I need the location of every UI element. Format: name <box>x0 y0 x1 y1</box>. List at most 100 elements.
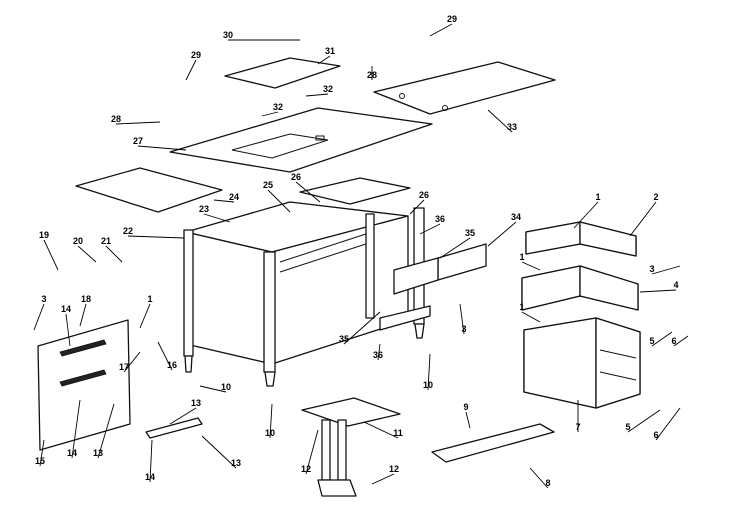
leader-line-c17 <box>123 351 141 373</box>
part-number-label: 14 <box>145 472 155 482</box>
leader-line-c20 <box>77 245 97 263</box>
leader-line-c10a <box>199 385 227 393</box>
typewriter-lift-bracket-part-11 <box>301 397 401 497</box>
leader-line-c1b <box>139 303 151 329</box>
part-number-label: 4 <box>673 280 678 290</box>
top-drawer-part-1 <box>525 221 637 257</box>
part-number-label: 12 <box>301 464 311 474</box>
part-number-label: 15 <box>35 456 45 466</box>
leader-line-c25 <box>267 189 291 213</box>
part-number-label: 1 <box>595 192 600 202</box>
part-number-label: 5 <box>649 336 654 346</box>
part-number-label: 6 <box>653 430 658 440</box>
part-number-label: 9 <box>463 402 468 412</box>
leader-line-c24 <box>213 199 235 203</box>
part-number-label: 29 <box>191 50 201 60</box>
part-number-label: 36 <box>435 214 445 224</box>
part-number-label: 20 <box>73 236 83 246</box>
part-number-label: 3 <box>461 324 466 334</box>
leader-line-c18 <box>79 303 87 327</box>
leader-line-c28a <box>115 121 161 125</box>
part-number-label: 6 <box>671 336 676 346</box>
middle-drawer-part-4 <box>521 265 639 311</box>
part-number-label: 19 <box>39 230 49 240</box>
leader-line-c1c <box>521 261 541 271</box>
leader-line-c9 <box>465 411 471 429</box>
cabinet-drawer-small-part-34 <box>393 243 487 295</box>
leader-line-c35b <box>343 311 381 345</box>
part-number-label: 22 <box>123 226 133 236</box>
part-number-label: 5 <box>625 422 630 432</box>
leader-line-c4 <box>639 289 677 293</box>
leader-line-c27 <box>137 145 187 151</box>
part-number-label: 35 <box>339 334 349 344</box>
leader-line-c13c <box>201 435 237 469</box>
leader-line-c1a <box>573 201 599 229</box>
leader-line-c12b <box>371 473 395 485</box>
part-number-label: 3 <box>41 294 46 304</box>
part-number-label: 24 <box>229 192 239 202</box>
part-number-label: 33 <box>507 122 517 132</box>
leader-line-c26a <box>295 181 321 203</box>
part-number-label: 7 <box>575 422 580 432</box>
part-number-label: 10 <box>265 428 275 438</box>
part-number-label: 31 <box>325 46 335 56</box>
leader-line-c10b <box>269 403 273 439</box>
part-number-label: 14 <box>61 304 71 314</box>
leader-line-c5b <box>627 409 661 433</box>
leader-line-c1d <box>521 311 541 323</box>
part-number-label: 26 <box>419 190 429 200</box>
part-number-label: 29 <box>447 14 457 24</box>
part-number-label: 11 <box>393 428 403 438</box>
leader-line-c12a <box>305 429 319 475</box>
leader-line-c23 <box>203 213 231 223</box>
part-number-label: 36 <box>373 350 383 360</box>
part-number-label: 13 <box>93 448 103 458</box>
part-number-label: 12 <box>389 464 399 474</box>
leader-line-c11 <box>363 421 399 439</box>
part-number-label: 21 <box>101 236 111 246</box>
part-number-label: 1 <box>147 294 152 304</box>
end-panel-part-18 <box>37 319 131 451</box>
leader-line-c19 <box>43 239 59 271</box>
leader-line-c14a <box>65 313 71 347</box>
leader-line-c22 <box>127 235 185 239</box>
leader-line-c21 <box>105 245 123 263</box>
part-number-label: 26 <box>291 172 301 182</box>
leader-line-c36a <box>419 223 441 235</box>
leader-line-c13a <box>97 403 115 459</box>
leader-line-c26b <box>409 199 425 215</box>
handle-rail-part-14 <box>145 417 203 439</box>
part-number-label: 13 <box>231 458 241 468</box>
leader-line-c34 <box>487 221 517 247</box>
leader-line-c3b <box>459 303 465 335</box>
part-number-label: 25 <box>263 180 273 190</box>
leader-line-c32b <box>305 93 329 97</box>
stretcher-rail-part-9 <box>431 423 555 463</box>
leader-line-c6a <box>673 335 689 347</box>
part-number-label: 13 <box>191 398 201 408</box>
bottom-drawer-part-7 <box>523 317 641 409</box>
leader-line-c5a <box>651 331 673 347</box>
leader-line-c2 <box>629 201 657 237</box>
leader-line-c31 <box>317 55 331 65</box>
leader-line-c36b <box>377 343 381 361</box>
part-number-label: 17 <box>119 362 129 372</box>
leader-line-c10c <box>427 353 431 391</box>
part-number-label: 32 <box>323 84 333 94</box>
right-leaf-panel-part-33 <box>373 61 556 115</box>
leader-line-c35a <box>439 237 471 259</box>
leader-line-c29a <box>185 59 197 81</box>
part-number-label: 1 <box>519 302 524 312</box>
top-panel-part-27 <box>169 107 433 173</box>
part-number-label: 10 <box>423 380 433 390</box>
part-number-label: 18 <box>81 294 91 304</box>
leader-line-c6b <box>655 407 681 441</box>
leader-line-c16 <box>157 341 173 371</box>
part-number-label: 27 <box>133 136 143 146</box>
part-number-label: 30 <box>223 30 233 40</box>
part-number-label: 32 <box>273 102 283 112</box>
part-number-label: 23 <box>199 204 209 214</box>
part-number-label: 10 <box>221 382 231 392</box>
